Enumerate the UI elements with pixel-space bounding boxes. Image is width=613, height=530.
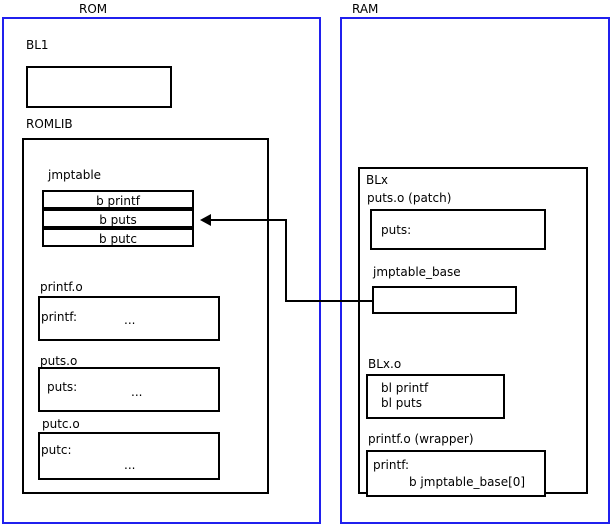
connector-segment-horizontal-upper xyxy=(210,219,287,221)
rom-region-title: ROM xyxy=(79,2,108,16)
romlib-object-label-printf: printf.o xyxy=(40,280,83,294)
jmptable-entry-0: b printf xyxy=(42,190,194,209)
blx-o-line-0: bl printf xyxy=(381,381,429,395)
jmptable-entry-1: b puts xyxy=(42,209,194,228)
puts-patch-box xyxy=(370,209,546,250)
romlib-object-body-printf: ... xyxy=(124,313,136,327)
ram-region-title: RAM xyxy=(352,2,379,16)
romlib-object-body-putc: ... xyxy=(124,458,136,472)
printf-wrapper-symbol: printf: xyxy=(373,458,410,472)
puts-patch-symbol: puts: xyxy=(381,223,412,237)
blx-o-line-1: bl puts xyxy=(381,396,422,410)
connector-segment-horizontal-lower xyxy=(285,300,374,302)
romlib-object-symbol-puts: puts: xyxy=(47,380,78,394)
printf-wrapper-instruction: b jmptable_base[0] xyxy=(409,475,526,489)
romlib-object-symbol-putc: putc: xyxy=(41,443,72,457)
connector-arrowhead-icon xyxy=(200,214,211,226)
jmptable-base-box xyxy=(372,286,517,314)
romlib-object-box-putc xyxy=(38,432,220,480)
romlib-object-label-puts: puts.o xyxy=(40,354,78,368)
romlib-object-box-puts xyxy=(38,367,220,412)
printf-wrapper-box xyxy=(366,450,546,497)
puts-patch-label: puts.o (patch) xyxy=(367,191,452,205)
ram-region xyxy=(340,17,610,524)
romlib-object-label-putc: putc.o xyxy=(42,417,80,431)
romlib-object-box-printf xyxy=(38,296,220,341)
romlib-label: ROMLIB xyxy=(26,117,73,131)
printf-wrapper-label: printf.o (wrapper) xyxy=(368,432,474,446)
jmptable-label: jmptable xyxy=(48,168,102,182)
jmptable-base-label: jmptable_base xyxy=(373,265,461,279)
bl1-box xyxy=(26,66,172,108)
jmptable-entry-2: b putc xyxy=(42,228,194,247)
bl1-label: BL1 xyxy=(26,38,49,52)
romlib-object-symbol-printf: printf: xyxy=(41,310,78,324)
romlib-object-body-puts: ... xyxy=(131,385,143,399)
connector-segment-vertical xyxy=(285,219,287,302)
rom-region xyxy=(2,17,321,524)
blx-o-label: BLx.o xyxy=(368,357,402,371)
blx-label: BLx xyxy=(366,173,389,187)
blx-o-box xyxy=(366,374,505,419)
